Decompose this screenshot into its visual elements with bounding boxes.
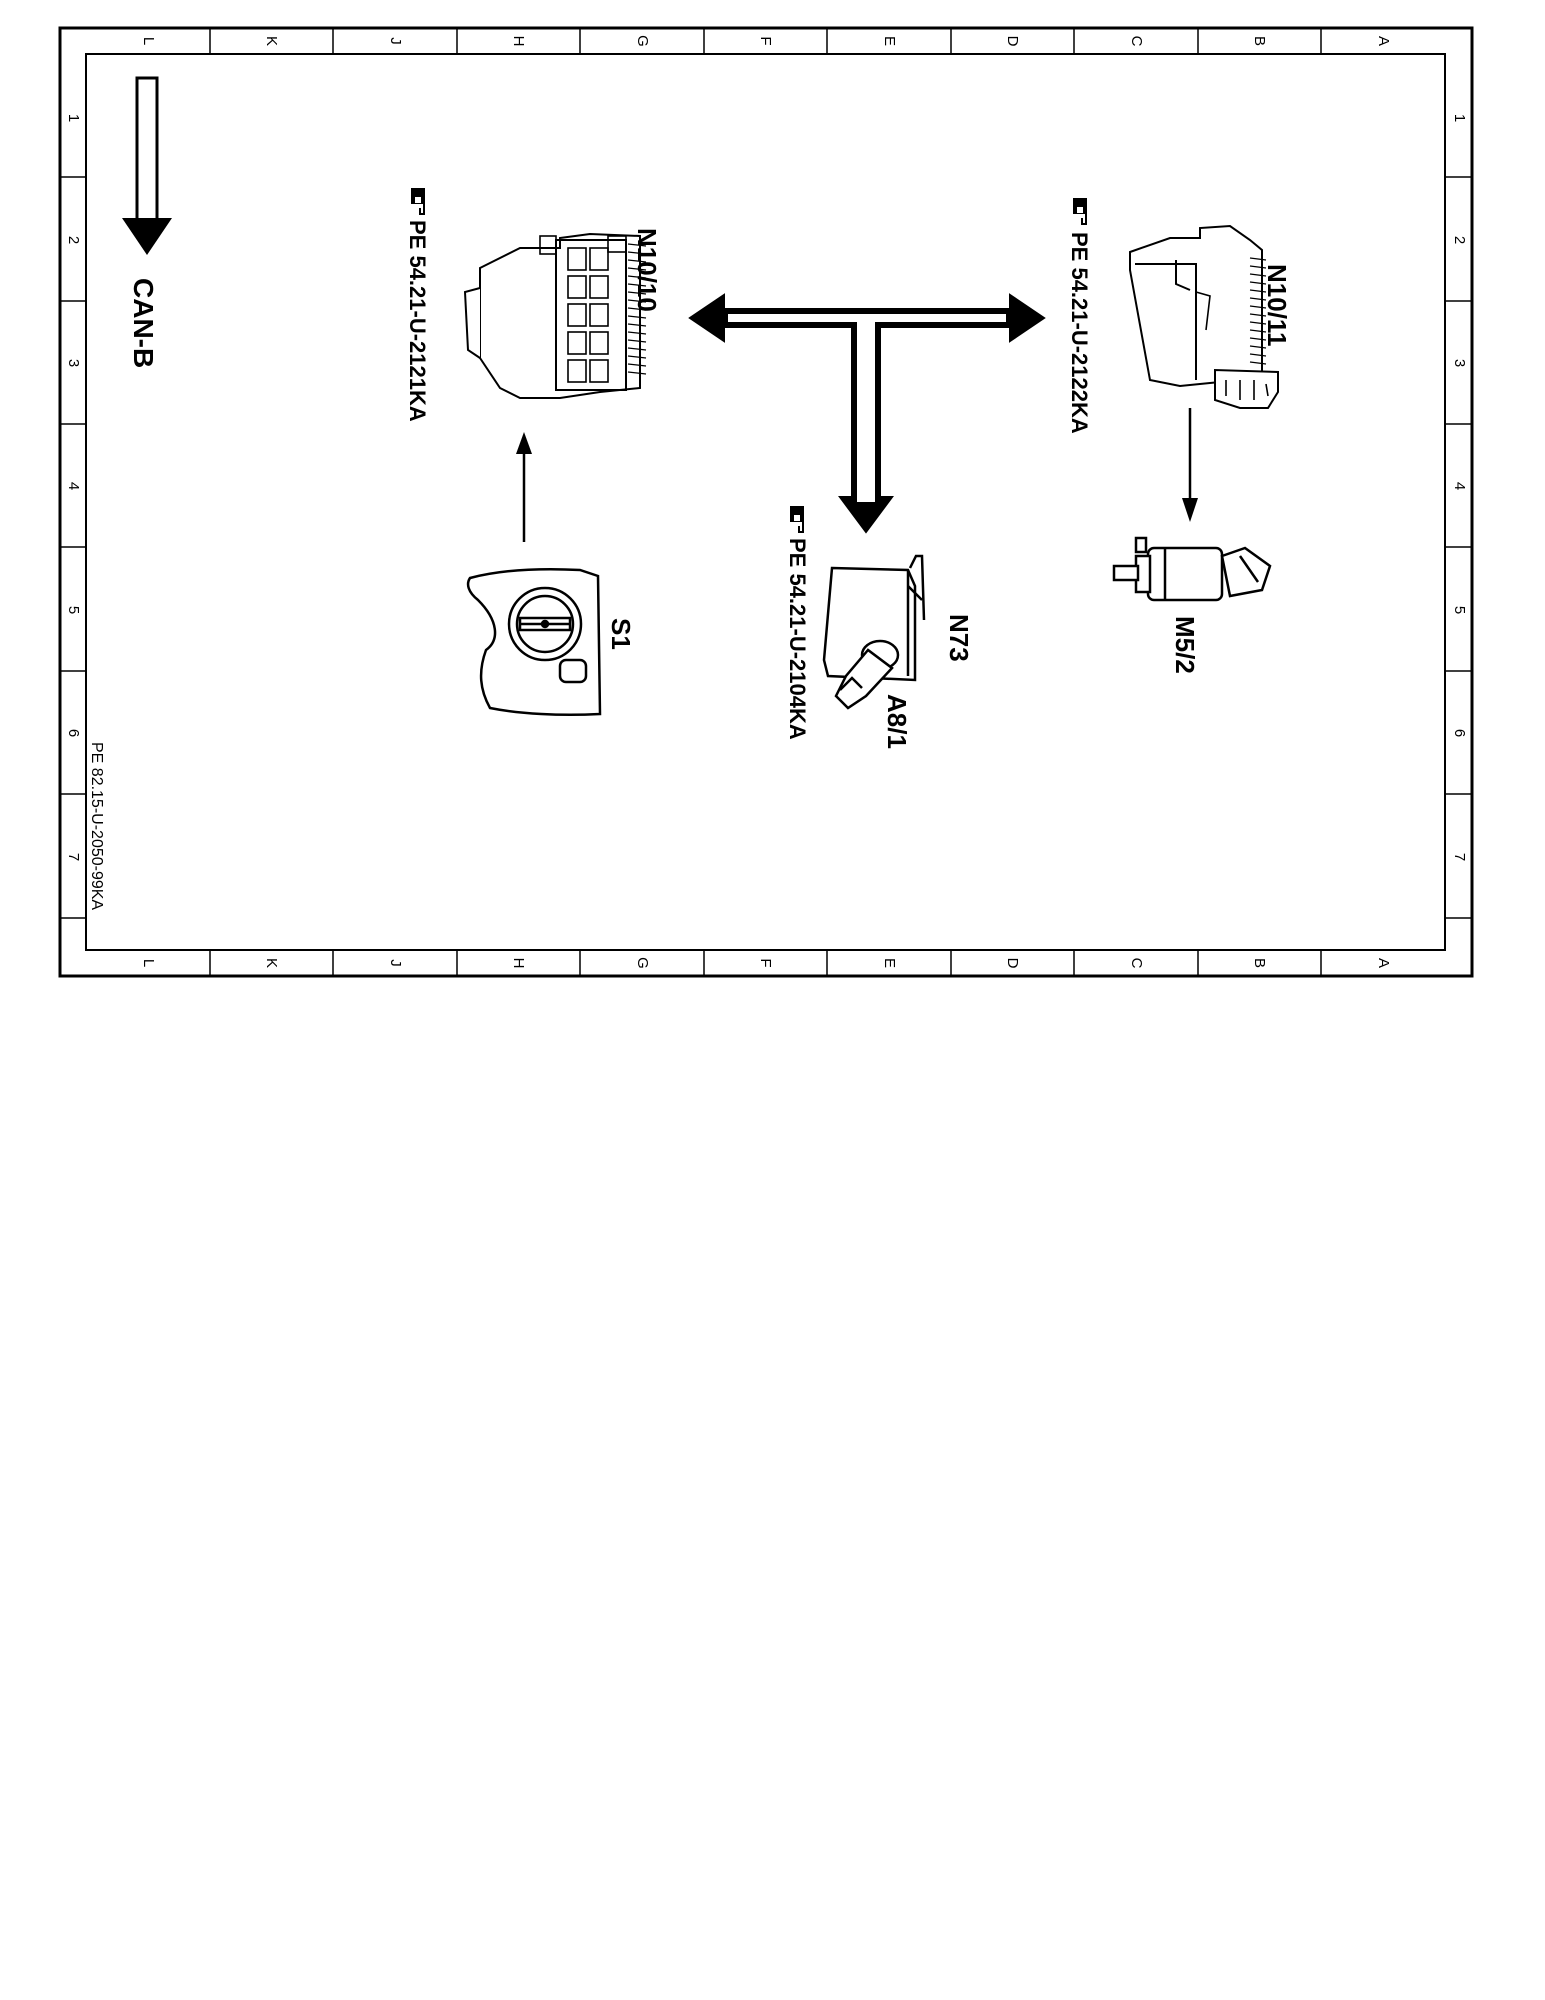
grid-row-number: 4: [65, 482, 82, 490]
n73-label: N73: [944, 614, 974, 662]
grid-column-letter: J: [387, 37, 404, 45]
grid-column-letter: L: [140, 959, 157, 967]
grid-column-letter: H: [510, 36, 527, 47]
grid-column-letter: K: [263, 36, 280, 46]
grid-column-letter: H: [510, 958, 527, 969]
grid-column-letter: G: [634, 35, 651, 47]
row-dividers: [60, 176, 1472, 919]
n10-11-label: N10/11: [1262, 264, 1292, 346]
grid-row-number: 5: [1451, 606, 1468, 614]
grid-column-letter: A: [1375, 36, 1392, 46]
grid-column-letter: D: [1004, 958, 1021, 969]
n10-10-control-unit-icon: [463, 232, 647, 399]
grid-row-number: 7: [1451, 853, 1468, 861]
pointing-hand-icon: [411, 188, 425, 215]
grid-column-letter: G: [634, 957, 651, 969]
grid-column-letter: K: [263, 958, 280, 968]
can-b-label: CAN-B: [128, 278, 159, 368]
column-dividers: [209, 28, 1322, 976]
n10-10-reference: PE 54.21-U-2121KA: [405, 220, 430, 422]
grid-row-number: 6: [65, 729, 82, 737]
s1-label: S1: [606, 618, 636, 650]
grid-column-letter: J: [387, 959, 404, 967]
grid-row-number: 2: [65, 236, 82, 244]
can-b-arrow-icon: [122, 76, 172, 255]
outer-frame: [58, 26, 1474, 978]
grid-rows-right: 1 2 3 4 5 6 7: [1451, 114, 1468, 861]
a8-1-label: A8/1: [882, 694, 912, 749]
grid-column-letter: E: [881, 958, 898, 968]
grid-column-letter: F: [757, 958, 774, 967]
n10-11-to-m5-2-arrow-icon: [1182, 408, 1198, 522]
grid-column-letter: B: [1251, 36, 1268, 46]
inner-frame: [85, 53, 1446, 951]
can-bus-t-connector: [688, 293, 1046, 534]
grid-row-number: 2: [1451, 236, 1468, 244]
grid-row-number: 1: [65, 114, 82, 122]
s1-ignition-switch-icon: [466, 568, 602, 716]
n10-10-label: N10/10: [632, 228, 662, 312]
m5-2-washer-pump-icon: [1112, 536, 1272, 602]
pointing-hand-icon: [790, 506, 804, 533]
grid-column-letter: L: [140, 37, 157, 45]
n10-11-control-unit-icon: [1129, 224, 1279, 409]
s1-to-n10-10-arrow-icon: [516, 432, 532, 542]
a8-1-key-icon: [834, 639, 900, 710]
grid-row-number: 1: [1451, 114, 1468, 122]
grid-row-number: 3: [1451, 359, 1468, 367]
pointing-hand-icon: [1073, 198, 1087, 225]
grid-column-letter: F: [757, 36, 774, 45]
grid-column-letter: A: [1375, 958, 1392, 968]
grid-row-number: 5: [65, 606, 82, 614]
n10-11-reference: PE 54.21-U-2122KA: [1067, 232, 1092, 434]
grid-columns-bottom: L K J H G F E D C B A: [140, 957, 1392, 969]
n73-reference: PE 54.21-U-2104KA: [785, 538, 810, 740]
grid-column-letter: C: [1128, 36, 1145, 47]
grid-columns-top: L K J H G F E D C B A: [140, 35, 1392, 47]
grid-row-number: 4: [1451, 482, 1468, 490]
grid-row-number: 3: [65, 359, 82, 367]
document-code: PE 82.15-U-2050-99KA: [88, 742, 105, 910]
grid-column-letter: E: [881, 36, 898, 46]
grid-rows-left: 1 2 3 4 5 6 7: [65, 114, 82, 861]
m5-2-label: M5/2: [1170, 616, 1200, 674]
grid-row-number: 7: [65, 853, 82, 861]
grid-row-number: 6: [1451, 729, 1468, 737]
grid-column-letter: C: [1128, 958, 1145, 969]
grid-column-letter: D: [1004, 36, 1021, 47]
grid-column-letter: B: [1251, 958, 1268, 968]
